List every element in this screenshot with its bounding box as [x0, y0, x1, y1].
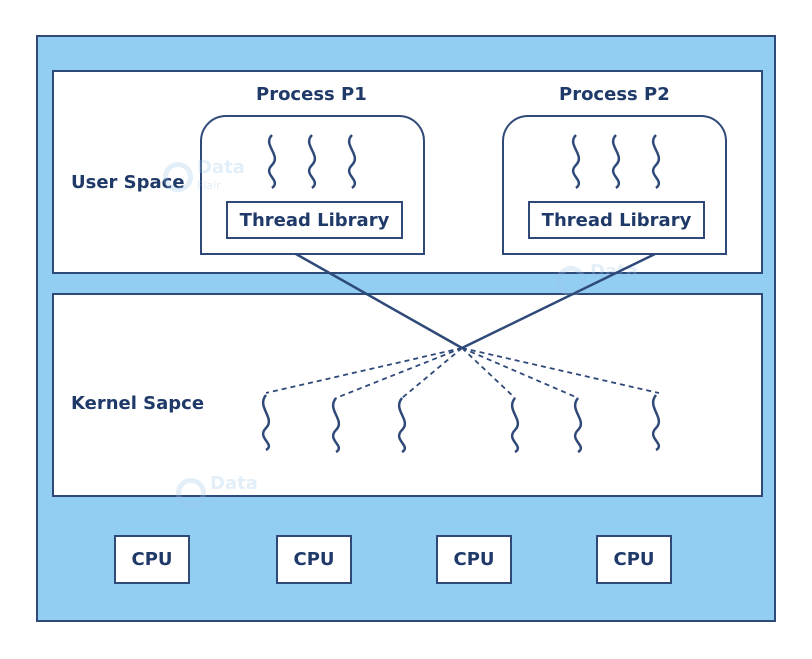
dataflair-logo-icon [163, 162, 193, 192]
watermark-subtext: Flair [197, 179, 221, 192]
thread-library-p2: Thread Library [528, 201, 705, 239]
user-thread-p2-2 [611, 134, 621, 189]
user-thread-p2-1 [571, 134, 581, 189]
fanout-line-4 [461, 347, 516, 399]
process-p2-title: Process P2 [559, 84, 670, 105]
watermark-subtext: Flair [210, 495, 234, 508]
fanout-line-3 [401, 347, 463, 399]
user-thread-p2-3 [651, 134, 661, 189]
fanout-line-2 [335, 347, 463, 399]
cpu-box-4: CPU [596, 535, 672, 584]
cpu-box-3: CPU [436, 535, 512, 584]
p1-to-kernel-line [295, 252, 463, 350]
kernel-thread-1 [261, 394, 271, 452]
kernel-thread-5 [573, 397, 583, 454]
kernel-thread-6 [651, 394, 661, 452]
fanout-line-6 [461, 347, 660, 394]
thread-library-p1: Thread Library [226, 201, 403, 239]
user-space-label: User Space [71, 172, 185, 193]
kernel-fanout-lines [265, 347, 660, 399]
kernel-space-label: Kernel Sapce [71, 393, 205, 414]
user-thread-p1-2 [307, 134, 317, 189]
watermark-subtext: Flair [590, 283, 614, 296]
kernel-thread-2 [331, 397, 341, 454]
watermark-text: Data [197, 157, 245, 178]
dataflair-logo-icon [176, 478, 206, 508]
cpu-box-2: CPU [276, 535, 352, 584]
process-p1-box: Thread Library [200, 115, 425, 255]
fanout-line-5 [461, 347, 579, 399]
process-p1-title: Process P1 [256, 84, 367, 105]
fanout-line-1 [265, 347, 463, 394]
dataflair-logo-icon [556, 266, 586, 296]
user-thread-p1-3 [347, 134, 357, 189]
kernel-space-panel [52, 293, 763, 497]
kernel-thread-4 [510, 397, 520, 454]
user-thread-p1-1 [267, 134, 277, 189]
kernel-thread-3 [397, 397, 407, 454]
cpu-box-1: CPU [114, 535, 190, 584]
watermark-text: Data [210, 473, 258, 494]
p2-to-kernel-line [461, 252, 656, 350]
